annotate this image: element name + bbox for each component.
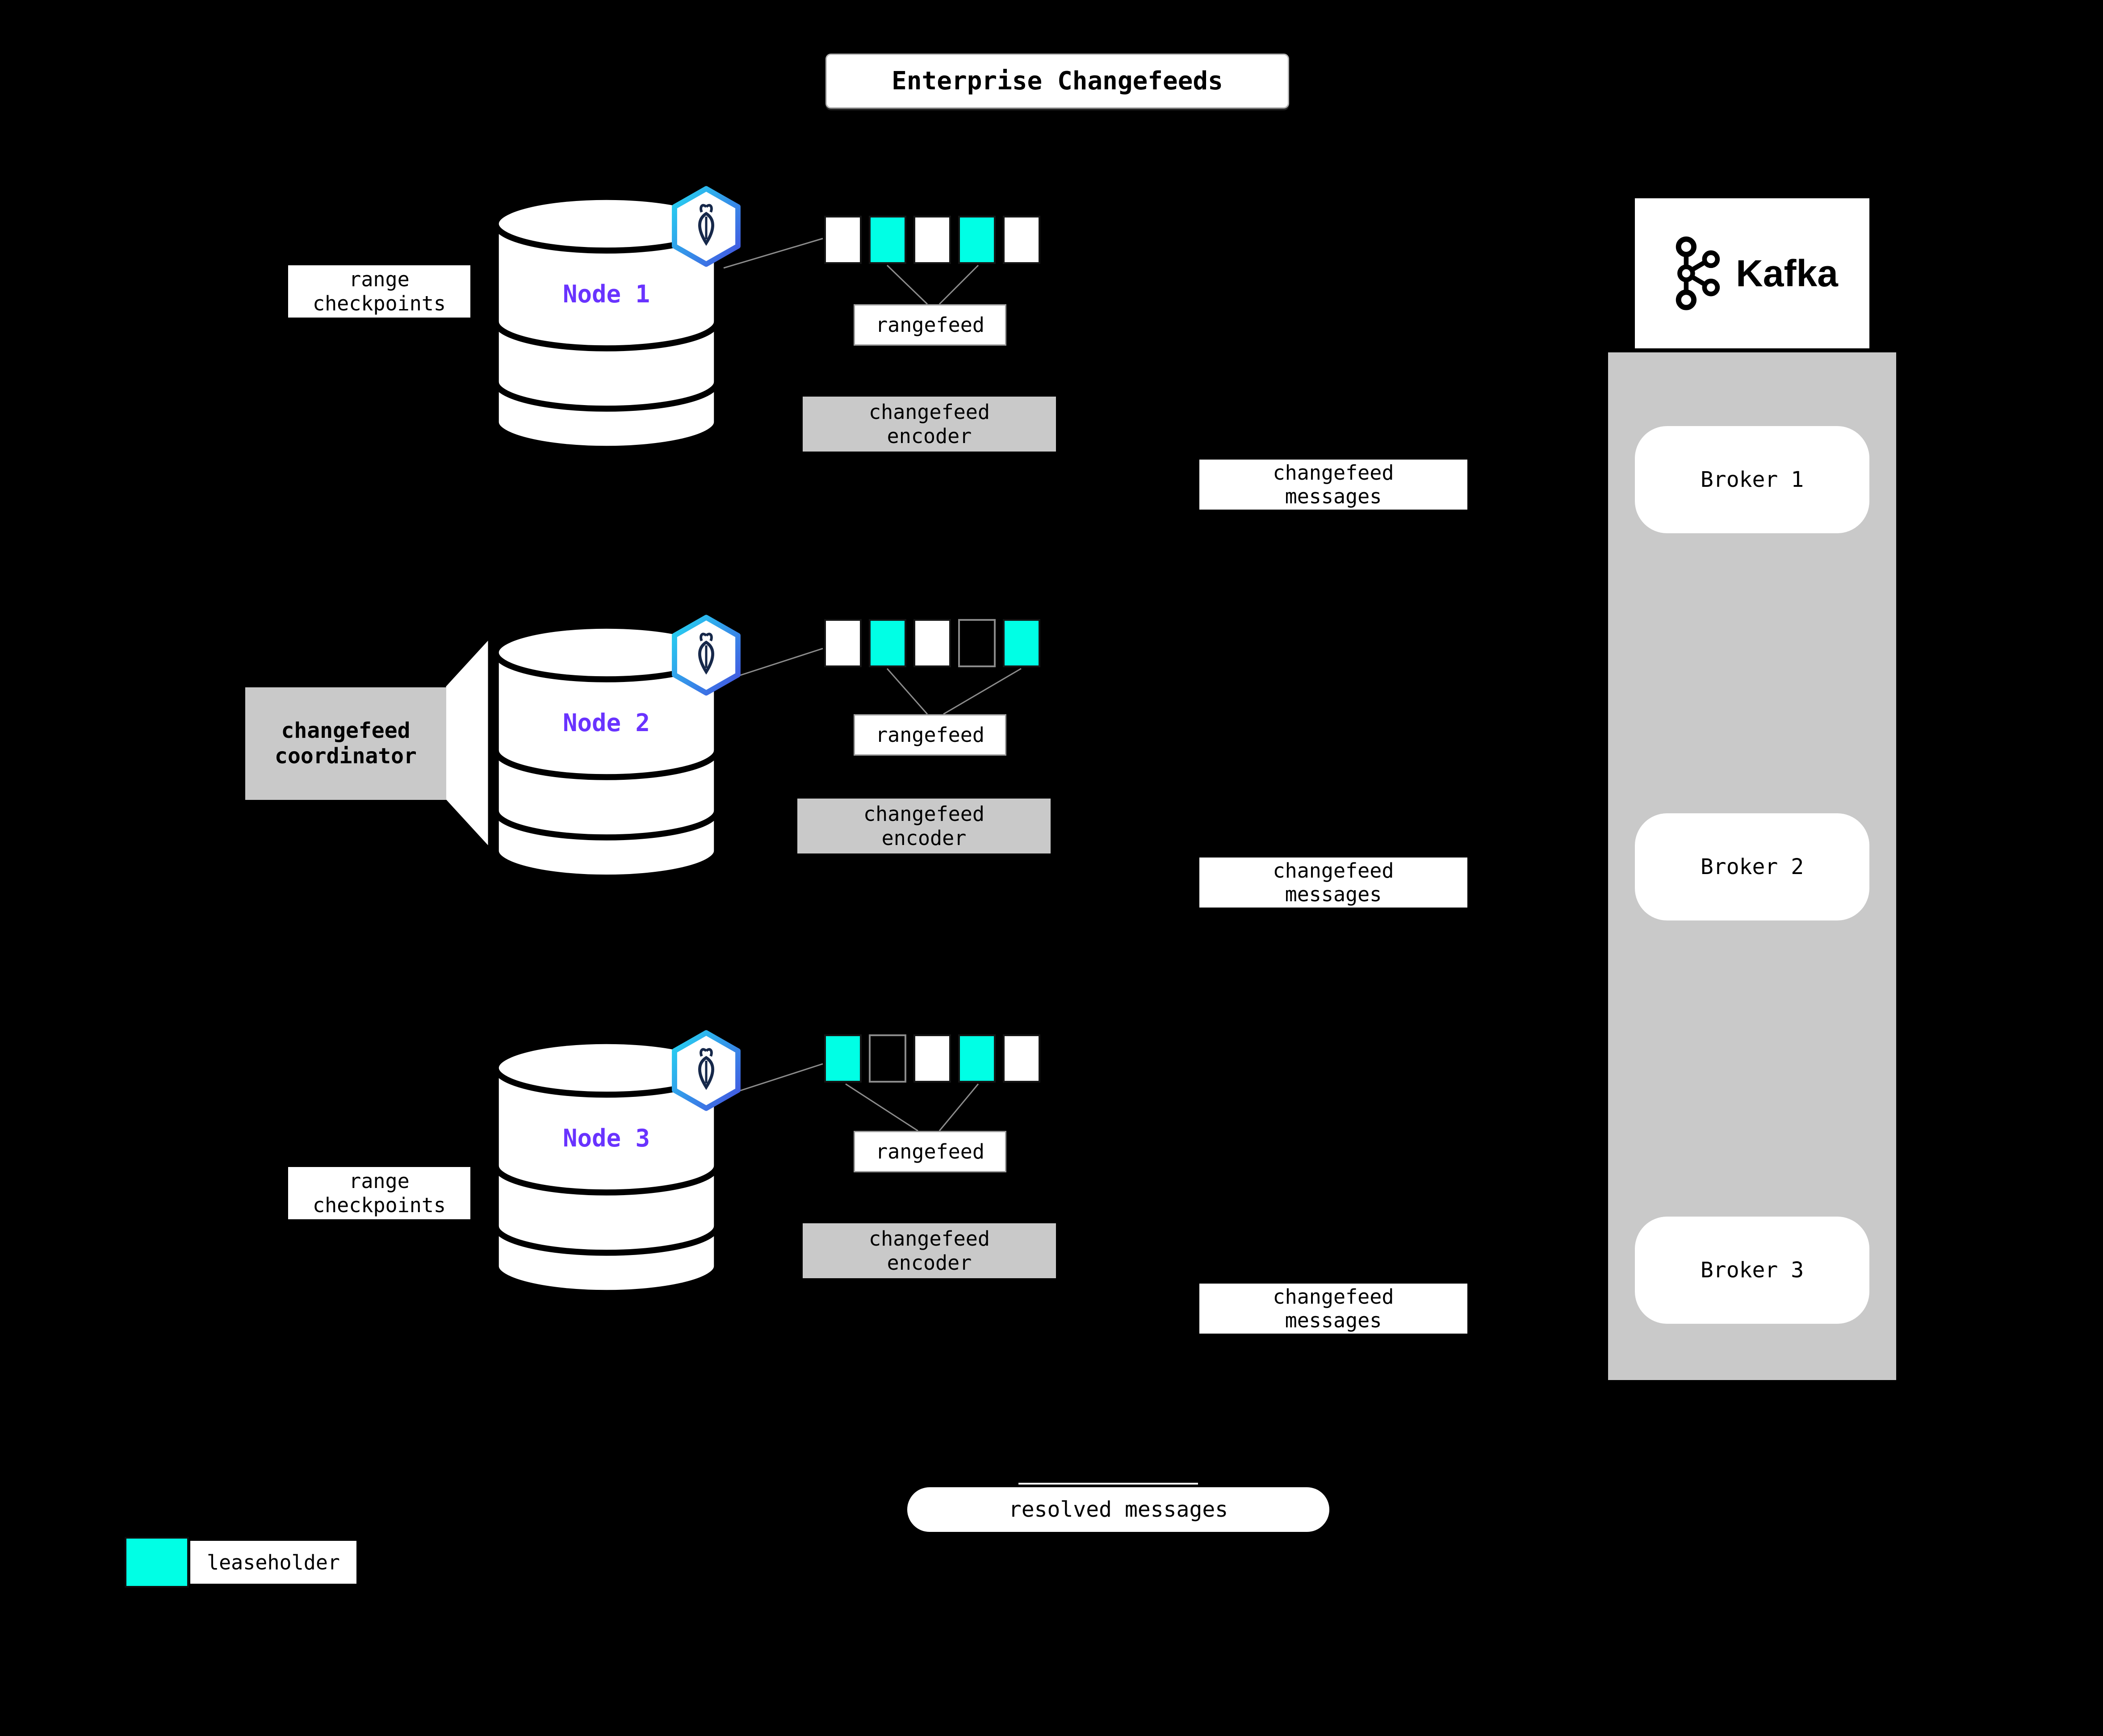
kafka-icon [1676, 236, 1720, 310]
changefeed-messages-label-2: changefeed messages [1199, 858, 1467, 908]
changefeed-messages-label-3: changefeed messages [1199, 1284, 1467, 1334]
diagram-title: Enterprise Changefeeds [825, 54, 1289, 109]
database-cylinder-shape [493, 1038, 720, 1296]
range-square [958, 619, 996, 667]
node-1-label: Node 1 [562, 280, 650, 308]
changefeed-messages-label-1: changefeed messages [1199, 460, 1467, 510]
range-square [824, 619, 862, 667]
range-square [958, 216, 996, 264]
node-3-rangefeed-box: rangefeed [854, 1131, 1006, 1172]
resolved-messages-label: resolved messages [907, 1487, 1329, 1532]
range-square [1003, 619, 1040, 667]
node-2-rangefeed-box: rangefeed [854, 714, 1006, 756]
cockroachdb-icon [672, 186, 741, 267]
range-square [913, 216, 951, 264]
node-1-range-checkpoints-label: range checkpoints [288, 265, 470, 318]
range-square [824, 216, 862, 264]
node-3-label: Node 3 [562, 1124, 650, 1152]
node-2-changefeed-encoder-box: changefeed encoder [797, 799, 1051, 853]
node-2-ranges [824, 619, 1040, 667]
range-square [913, 619, 951, 667]
broker-3-box: Broker 3 [1635, 1217, 1869, 1324]
node-1-rangefeed-box: rangefeed [854, 304, 1006, 346]
range-square [824, 1034, 862, 1083]
node-3-range-checkpoints-label: range checkpoints [288, 1167, 470, 1219]
range-square [869, 619, 906, 667]
range-square [1003, 1034, 1040, 1083]
kafka-logo-box: Kafka [1635, 198, 1869, 348]
node-2-label: Node 2 [562, 709, 650, 737]
legend-leaseholder-swatch [125, 1537, 189, 1588]
kafka-title: Kafka [1736, 252, 1838, 294]
range-square [869, 216, 906, 264]
broker-2-box: Broker 2 [1635, 813, 1869, 920]
changefeed-coordinator-label: changefeed coordinator [245, 687, 446, 800]
database-cylinder-shape [493, 623, 720, 881]
range-square [958, 1034, 996, 1083]
cockroachdb-icon [672, 615, 741, 696]
node-3-database-cylinder: Node 3 [489, 1038, 724, 1300]
range-square [1003, 216, 1040, 264]
node-3-changefeed-encoder-box: changefeed encoder [803, 1223, 1056, 1278]
range-square [913, 1034, 951, 1083]
node-2-database-cylinder: Node 2 [489, 623, 724, 884]
node-1-changefeed-encoder-box: changefeed encoder [803, 397, 1056, 452]
cockroachdb-icon [672, 1030, 741, 1111]
broker-1-box: Broker 1 [1635, 426, 1869, 533]
legend-leaseholder-label: leaseholder [190, 1541, 356, 1584]
node-3-ranges [824, 1034, 1040, 1083]
node-1-ranges [824, 216, 1040, 264]
range-square [869, 1034, 906, 1083]
coordinator-pointer-shape [444, 635, 490, 851]
